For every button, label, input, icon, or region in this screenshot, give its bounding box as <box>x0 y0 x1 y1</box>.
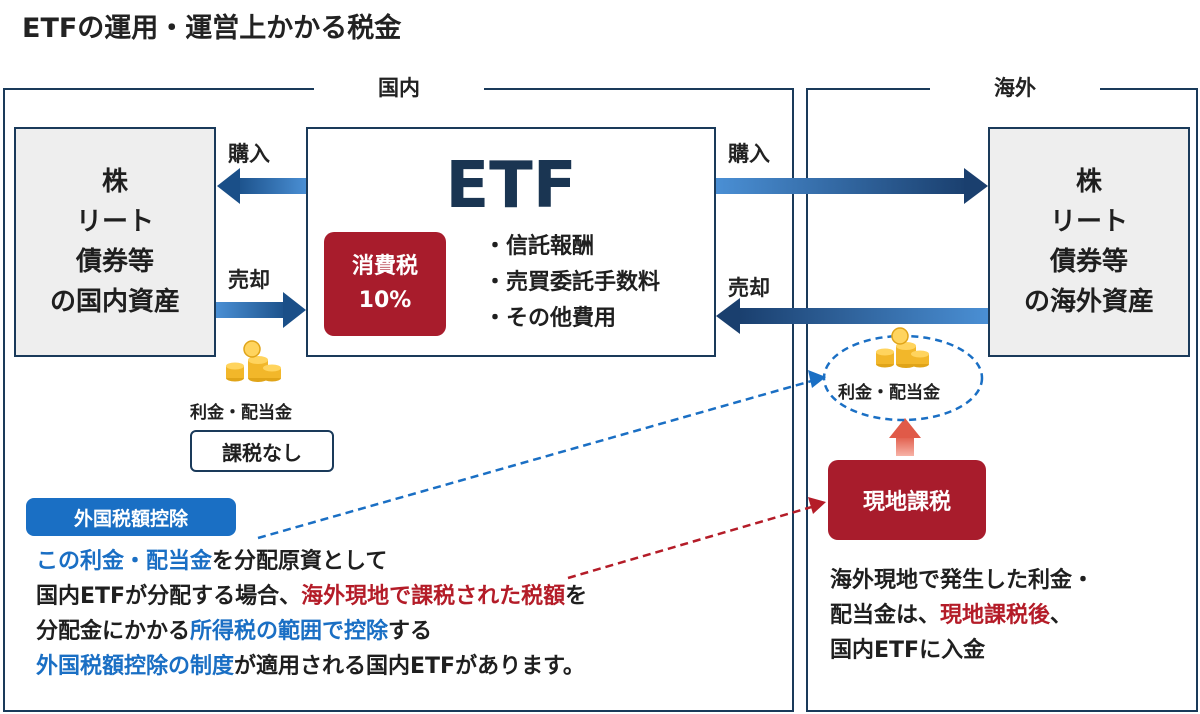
local-tax-box: 現地課税 <box>828 460 986 540</box>
credit-line-3: 分配金にかかる所得税の範囲で控除する <box>36 619 433 644</box>
page-title: ETFの運用・運営上かかる税金 <box>22 13 402 44</box>
domestic-assets-line3: 債券等 <box>75 247 154 277</box>
consumption-tax-label: 消費税 <box>351 254 418 279</box>
credit-line-4: 外国税額控除の制度が適用される国内ETFがあります。 <box>36 654 585 679</box>
overseas-dividend-label: 利金・配当金 <box>838 383 940 403</box>
arrow-sell-overseas <box>716 298 988 334</box>
coins-icon-overseas <box>876 327 929 368</box>
fee-item: ・信託報酬 <box>484 234 595 259</box>
overseas-assets-line4: の海外資産 <box>1023 287 1154 317</box>
sell-domestic-label: 売却 <box>228 268 270 292</box>
arrow-buy-overseas <box>716 168 988 204</box>
domestic-dividend-label: 利金・配当金 <box>190 403 292 423</box>
overseas-note-line-3: 国内ETFに入金 <box>830 638 986 663</box>
overseas-note-line-2: 配当金は、現地課税後、 <box>830 603 1073 628</box>
credit-line-2: 国内ETFが分配する場合、海外現地で課税された税額を <box>36 584 588 609</box>
buy-domestic-label: 購入 <box>228 142 270 166</box>
overseas-note: 海外現地で発生した利金・ 配当金は、現地課税後、 国内ETFに入金 <box>830 563 1190 668</box>
consumption-tax-rate: 10% <box>358 288 412 313</box>
consumption-tax-box: 消費税 10% <box>324 232 446 336</box>
dividend-connector <box>257 378 816 540</box>
no-tax-badge: 課税なし <box>190 430 334 472</box>
arrow-sell-domestic <box>216 292 306 328</box>
credit-line-1: この利金・配当金を分配原資として <box>36 549 388 574</box>
fee-item: ・売買委託手数料 <box>484 270 661 295</box>
domestic-assets-line2: リート <box>75 207 154 237</box>
arrow-localtax-up <box>889 418 921 456</box>
coins-icon-domestic <box>226 340 281 382</box>
arrow-buy-domestic <box>217 168 307 204</box>
overseas-assets-line3: 債券等 <box>1049 247 1128 277</box>
overseas-assets-line2: リート <box>1049 207 1128 237</box>
domestic-assets-line1: 株 <box>101 167 128 197</box>
fee-item: ・その他費用 <box>484 306 617 331</box>
foreign-tax-credit-pill: 外国税額控除 <box>26 498 236 536</box>
domestic-label: 国内 <box>314 72 484 104</box>
sell-overseas-label: 売却 <box>728 276 770 300</box>
overseas-assets-line1: 株 <box>1075 167 1102 197</box>
domestic-assets-line4: の国内資産 <box>49 287 180 317</box>
domestic-assets-box: 株 リート 債券等 の国内資産 <box>14 127 216 357</box>
overseas-assets-box: 株 リート 債券等 の海外資産 <box>988 127 1190 357</box>
localtax-connector <box>567 504 816 580</box>
etf-title: ETF <box>445 149 577 223</box>
credit-explanation: この利金・配当金を分配原資として 国内ETFが分配する場合、海外現地で課税された… <box>36 544 776 684</box>
buy-overseas-label: 購入 <box>728 142 770 166</box>
fee-list: ・信託報酬 ・売買委託手数料 ・その他費用 <box>484 229 660 337</box>
overseas-label: 海外 <box>930 72 1100 104</box>
overseas-note-line-1: 海外現地で発生した利金・ <box>830 568 1095 593</box>
etf-box: ETF 消費税 10% ・信託報酬 ・売買委託手数料 ・その他費用 <box>306 127 716 357</box>
